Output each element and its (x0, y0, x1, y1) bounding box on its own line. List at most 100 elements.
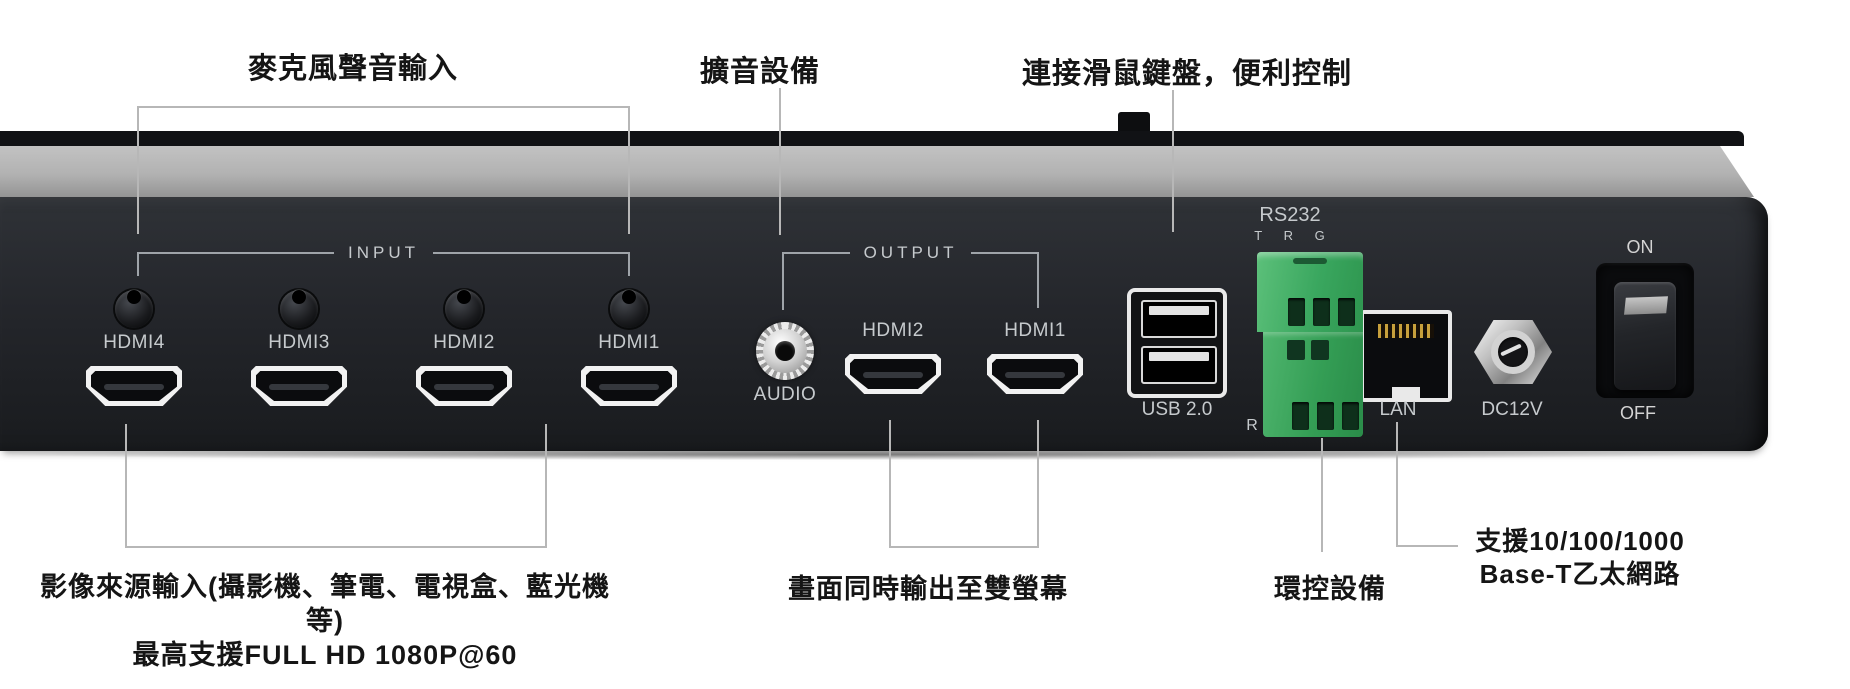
chassis-top-edge (0, 131, 1744, 146)
hdmi-opening (586, 371, 672, 401)
dual-output-bracket-bottom (889, 546, 1039, 548)
mic-callout-line-right (628, 106, 630, 234)
ethernet-callout-line-v (1396, 422, 1398, 547)
power-on-label: ON (1626, 237, 1654, 257)
input-hdmi1-label: HDMI1 (598, 332, 660, 353)
mic-jack-icon (610, 290, 648, 328)
amplifier-callout-line (779, 88, 781, 235)
video-source-label: 影像來源輸入(攝影機、筆電、電視盒、藍光機等) 最高支援FULL HD 1080… (25, 570, 625, 672)
video-source-line2: 最高支援FULL HD 1080P@60 (132, 640, 518, 670)
audio-output-group: AUDIO (725, 322, 845, 406)
relay-terminal-block-lower (1263, 332, 1363, 437)
hdmi-port-icon (845, 354, 941, 394)
mic-callout-line-left (137, 106, 139, 234)
mouse-keyboard-callout-line (1172, 90, 1174, 232)
mic-jack-icon (445, 290, 483, 328)
relay-partial-label: R (1246, 417, 1258, 434)
output-hdmi2-group: HDMI2 (838, 320, 948, 394)
hdmi-port-icon (251, 366, 347, 406)
input-hdmi3-group: HDMI3 (244, 278, 354, 406)
ethernet-label: 支援10/100/1000 Base-T乙太網路 (1440, 525, 1720, 591)
rocker-indicator (1624, 296, 1668, 315)
terminal-hole (1317, 402, 1334, 430)
output-hdmi2-label: HDMI2 (862, 320, 924, 341)
output-bracket-tick-left (782, 252, 784, 310)
video-source-bracket-right (545, 424, 547, 548)
video-source-line1: 影像來源輸入(攝影機、筆電、電視盒、藍光機等) (40, 572, 610, 636)
hdmi-slot (862, 371, 924, 378)
input-hdmi2-group: HDMI2 (409, 278, 519, 406)
dual-output-label: 畫面同時輸出至雙螢幕 (788, 574, 1068, 604)
hdmi-opening (256, 371, 342, 401)
relay-control-label: 環控設備 (1274, 574, 1386, 604)
input-bracket-tick-right (628, 252, 630, 276)
audio-label: AUDIO (753, 384, 817, 405)
dual-output-bracket-right (1037, 420, 1039, 548)
terminal-hole (1342, 402, 1359, 430)
input-hdmi2-label: HDMI2 (433, 332, 495, 353)
hdmi-slot (1004, 371, 1066, 378)
ethernet-line2: Base-T乙太網路 (1479, 559, 1681, 589)
lan-pins (1378, 324, 1434, 338)
dc-label: DC12V (1481, 399, 1543, 420)
terminal-screw-slot (1293, 258, 1327, 264)
relay-callout-line (1321, 438, 1323, 552)
rs232-label: RS232 (1259, 204, 1321, 226)
input-bracket-tick-left (137, 252, 139, 276)
rs232-terminal-block-upper (1257, 252, 1363, 332)
bracket-line (971, 252, 1040, 254)
usb-label: USB 2.0 (1141, 399, 1213, 420)
amplifier-label: 擴音設備 (699, 56, 820, 88)
hdmi-opening (992, 359, 1078, 389)
bracket-line (433, 252, 630, 254)
input-hdmi3-label: HDMI3 (268, 332, 330, 353)
hdmi-slot (433, 383, 495, 390)
power-off-label: OFF (1620, 403, 1656, 423)
ethernet-line1: 支援10/100/1000 (1475, 526, 1685, 556)
input-hdmi1-group: HDMI1 (574, 278, 684, 406)
hdmi-port-icon (987, 354, 1083, 394)
hdmi-port-icon (86, 366, 182, 406)
terminal-hole (1288, 298, 1305, 326)
mic-jack-icon (280, 290, 318, 328)
mouse-keyboard-label: 連接滑鼠鍵盤，便利控制 (1021, 58, 1352, 90)
terminal-hole (1313, 298, 1330, 326)
input-group-title: INPUT (348, 243, 419, 262)
video-source-bracket-left (125, 424, 127, 548)
audio-jack-hole (775, 341, 795, 361)
hdmi-port-icon (416, 366, 512, 406)
usb-receptacle-top (1141, 300, 1217, 338)
mic-callout-line-h (137, 106, 630, 108)
hdmi-opening (421, 371, 507, 401)
mic-input-label: 麥克風聲音輸入 (247, 53, 458, 85)
chassis-top-face (0, 146, 1754, 197)
dc-barrel (1491, 330, 1535, 374)
usb-receptacle-bottom (1141, 346, 1217, 384)
lan-label: LAN (1379, 399, 1417, 420)
ethernet-callout-line-h (1396, 545, 1458, 547)
mic-jack-icon (115, 290, 153, 328)
lan-port-icon (1360, 310, 1452, 402)
output-group-bracket: OUTPUT (782, 243, 1040, 262)
usb-tongue (1149, 306, 1209, 315)
lan-clip-tab (1392, 387, 1420, 399)
output-group-title: OUTPUT (863, 243, 958, 262)
bracket-line (137, 252, 334, 254)
hdmi-slot (103, 383, 165, 390)
dual-output-bracket-left (889, 420, 891, 548)
terminal-hole (1311, 340, 1329, 360)
output-bracket-tick-right (1037, 252, 1039, 308)
terminal-hole (1338, 298, 1355, 326)
input-hdmi4-group: HDMI4 (79, 278, 189, 406)
hdmi-opening (850, 359, 936, 389)
audio-jack-icon (756, 322, 814, 380)
terminal-hole (1287, 340, 1305, 360)
output-hdmi1-group: HDMI1 (980, 320, 1090, 394)
power-switch-rocker (1614, 282, 1676, 390)
usb-port-icon (1127, 288, 1227, 398)
hdmi-slot (268, 383, 330, 390)
chassis-shadow (12, 449, 1702, 460)
input-group-bracket: INPUT (137, 243, 630, 262)
terminal-hole (1292, 402, 1309, 430)
hdmi-opening (91, 371, 177, 401)
